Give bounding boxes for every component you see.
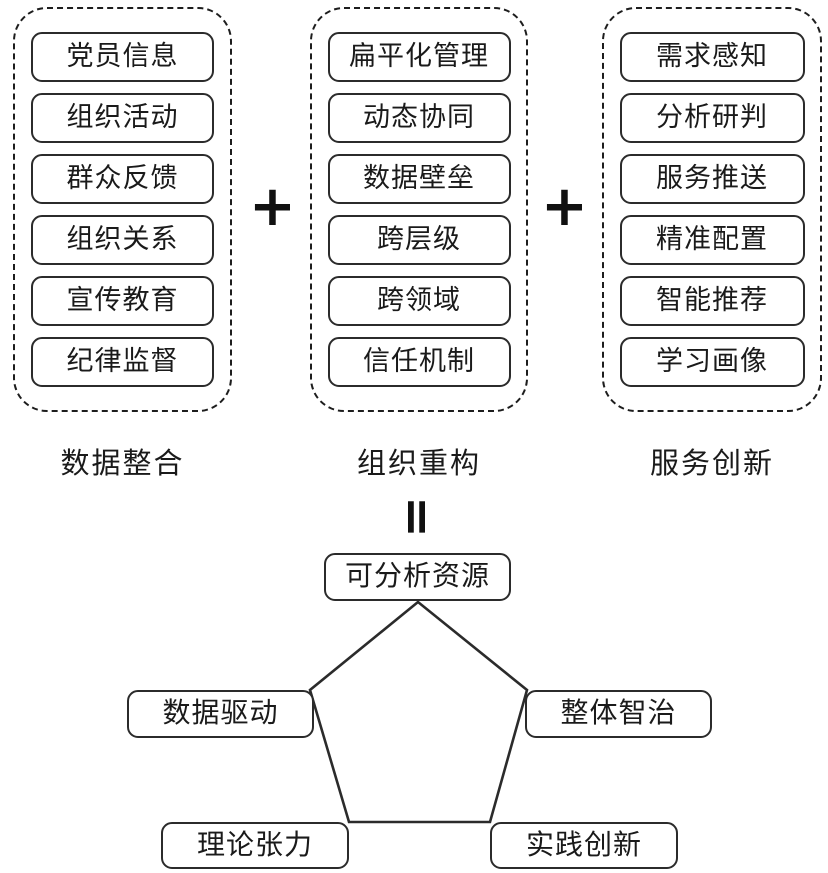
equals-operator-icon: =: [389, 496, 447, 538]
pentagon-node-right[interactable]: 整体智治: [525, 690, 712, 738]
chip-item[interactable]: 党员信息: [31, 32, 214, 82]
chip-item[interactable]: 跨层级: [327, 215, 511, 265]
plus-operator-icon: +: [249, 174, 296, 239]
chip-item[interactable]: 宣传教育: [31, 276, 214, 326]
chip-item[interactable]: 分析研判: [619, 93, 805, 143]
group-data-integration: 党员信息 组织活动 群众反馈 组织关系 宣传教育 纪律监督: [13, 7, 232, 412]
group-caption-data-integration: 数据整合: [60, 446, 185, 480]
plus-operator-icon: +: [541, 174, 588, 239]
pentagon-node-top[interactable]: 可分析资源: [324, 553, 511, 601]
chip-item[interactable]: 群众反馈: [31, 154, 214, 204]
pentagon-node-bottom-right[interactable]: 实践创新: [490, 822, 678, 869]
chip-item[interactable]: 服务推送: [619, 154, 805, 204]
pentagon-outline: [308, 600, 529, 824]
chip-item[interactable]: 动态协同: [327, 93, 511, 143]
group-organizational-restructuring: 扁平化管理 动态协同 数据壁垒 跨层级 跨领域 信任机制: [310, 7, 528, 412]
chip-item[interactable]: 纪律监督: [31, 337, 214, 387]
pentagon-result-area: 可分析资源 数据驱动 整体智治 理论张力 实践创新: [0, 540, 828, 873]
group-service-innovation: 需求感知 分析研判 服务推送 精准配置 智能推荐 学习画像: [602, 7, 822, 412]
chip-item[interactable]: 数据壁垒: [327, 154, 511, 204]
chip-item[interactable]: 学习画像: [619, 337, 805, 387]
chip-item[interactable]: 精准配置: [619, 215, 805, 265]
chip-item[interactable]: 跨领域: [327, 276, 511, 326]
group-caption-service-innovation: 服务创新: [649, 446, 774, 480]
chip-item[interactable]: 智能推荐: [619, 276, 805, 326]
chip-item[interactable]: 信任机制: [327, 337, 511, 387]
pentagon-node-bottom-left[interactable]: 理论张力: [161, 822, 349, 869]
chip-item[interactable]: 扁平化管理: [327, 32, 511, 82]
pentagon-shape: [308, 600, 529, 824]
chip-item[interactable]: 需求感知: [619, 32, 805, 82]
pentagon-node-left[interactable]: 数据驱动: [127, 690, 314, 738]
input-groups-row: 党员信息 组织活动 群众反馈 组织关系 宣传教育 纪律监督 + 扁平化管理 动态…: [0, 0, 828, 420]
chip-item[interactable]: 组织活动: [31, 93, 214, 143]
chip-item[interactable]: 组织关系: [31, 215, 214, 265]
group-caption-organizational-restructuring: 组织重构: [356, 446, 481, 480]
